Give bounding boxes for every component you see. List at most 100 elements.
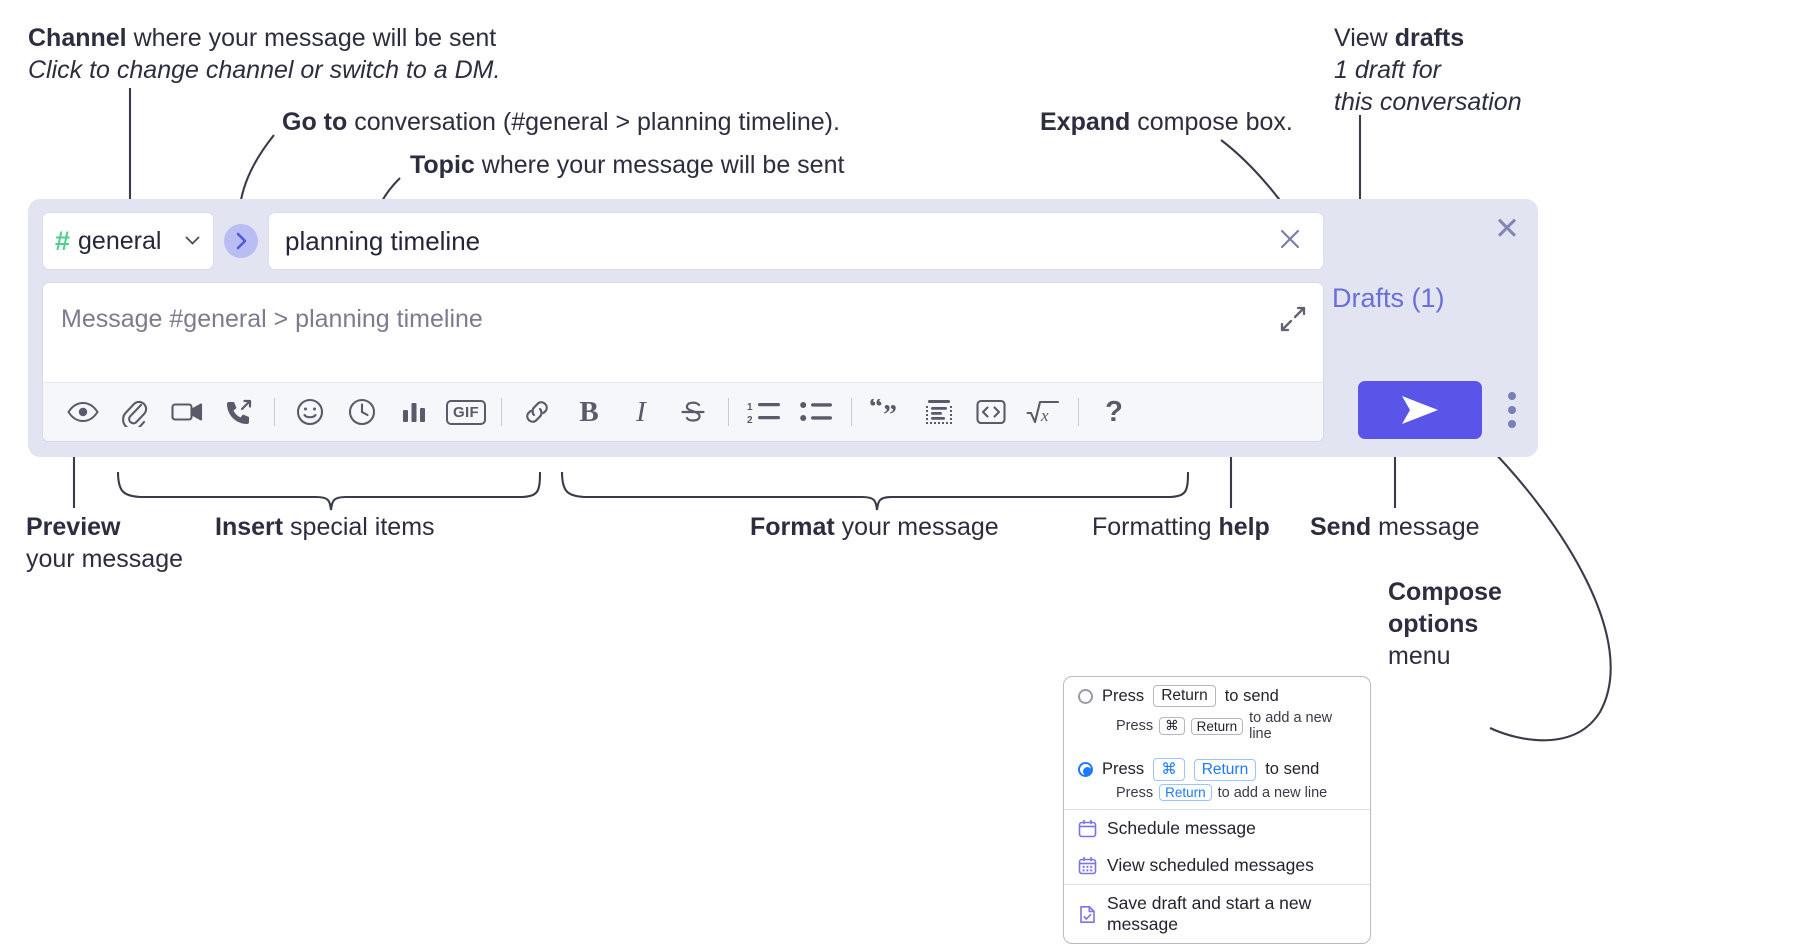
bulleted-list-icon[interactable]	[790, 389, 842, 435]
annotation-goto-bold: Go to	[282, 108, 348, 136]
annotation-compose-bold2: options	[1388, 610, 1479, 638]
compose-options-menu: Press Return to send Press ⌘ Return to a…	[1063, 676, 1371, 944]
annotation-help-bold: help	[1218, 513, 1270, 541]
blockquote-icon[interactable]: “”	[861, 389, 913, 435]
code-block-icon[interactable]	[913, 389, 965, 435]
annotation-compose-bold1: Compose	[1388, 578, 1502, 606]
opt2-sub-tail: to add a new line	[1217, 784, 1328, 801]
toolbar-divider	[274, 398, 275, 426]
channel-row: # general planning timeline	[42, 212, 1324, 270]
compose-widget: ✕ # general planning timeline Message	[28, 199, 1538, 457]
annotation-send-bold: Send	[1310, 513, 1372, 541]
gif-label: GIF	[446, 399, 486, 425]
annotation-expand-rest: compose box.	[1130, 108, 1293, 136]
annotation-compose-rest: menu	[1388, 642, 1451, 670]
svg-text:“: “	[870, 399, 883, 423]
help-icon[interactable]: ?	[1105, 395, 1123, 428]
topic-value: planning timeline	[285, 225, 481, 256]
message-placeholder: Message #general > planning timeline	[61, 305, 483, 333]
annotation-channel-italic: Click to change channel or switch to a D…	[28, 56, 501, 84]
annotation-channel-bold: Channel	[28, 24, 127, 52]
channel-name-label: general	[78, 226, 162, 255]
gif-icon[interactable]: GIF	[440, 389, 492, 435]
svg-text:1: 1	[747, 402, 753, 413]
poll-icon[interactable]	[388, 389, 440, 435]
annotation-drafts-lead: View	[1334, 24, 1395, 52]
menu-divider	[1064, 884, 1370, 885]
calendar-icon	[1078, 819, 1097, 838]
annotation-insert: Insert special items	[215, 511, 435, 543]
radio-cmd-return[interactable]	[1078, 762, 1093, 777]
menu-item-save-draft[interactable]: Save draft and start a new message	[1064, 885, 1370, 943]
opt2-tail: to send	[1265, 760, 1320, 778]
annotation-send-rest: message	[1371, 513, 1480, 541]
annotation-insert-rest: special items	[283, 513, 435, 541]
svg-text:2: 2	[747, 415, 753, 425]
menu-item-label: Schedule message	[1107, 818, 1256, 838]
annotation-insert-bold: Insert	[215, 513, 284, 541]
compose-options-button[interactable]	[1500, 386, 1524, 434]
toolbar-divider	[501, 398, 502, 426]
hash-icon: #	[55, 225, 71, 256]
audio-clip-icon[interactable]	[213, 389, 265, 435]
annotation-drafts-bold: drafts	[1394, 24, 1465, 52]
annotation-preview-bold: Preview	[26, 513, 121, 541]
code-icon[interactable]	[965, 389, 1017, 435]
channel-selector[interactable]: # general	[42, 212, 214, 270]
preview-icon[interactable]	[57, 389, 109, 435]
send-option-return[interactable]: Press Return to send	[1064, 677, 1370, 710]
opt1-tail: to send	[1224, 686, 1279, 705]
annotation-help-lead: Formatting	[1092, 513, 1219, 541]
send-icon	[1402, 396, 1438, 424]
math-icon[interactable]: x	[1017, 389, 1069, 435]
link-icon[interactable]	[511, 389, 563, 435]
annotation-formatting-help: Formatting help	[1092, 511, 1270, 543]
toolbar-divider	[1078, 398, 1079, 426]
strikethrough-icon[interactable]	[667, 389, 719, 435]
annotation-send: Send message	[1310, 511, 1480, 543]
clear-topic-icon[interactable]	[1271, 226, 1309, 257]
send-option-return-sub: Press ⌘ Return to add a new line	[1064, 710, 1370, 750]
bold-icon[interactable]: B	[579, 395, 599, 428]
annotation-drafts-italic1: 1 draft for	[1334, 56, 1441, 84]
send-area	[1358, 381, 1524, 439]
svg-text:”: ”	[883, 400, 897, 425]
attachment-icon[interactable]	[109, 389, 161, 435]
menu-item-view-scheduled-messages[interactable]: View scheduled messages	[1064, 847, 1370, 884]
go-to-conversation-button[interactable]	[224, 224, 258, 258]
message-input-box[interactable]: Message #general > planning timeline	[42, 282, 1324, 442]
opt1-sub-key-return: Return	[1190, 717, 1244, 735]
italic-icon[interactable]: I	[636, 395, 646, 428]
toolbar-divider	[728, 398, 729, 426]
toolbar-divider	[851, 398, 852, 426]
opt1-sub-key-cmd: ⌘	[1159, 717, 1185, 735]
opt2-sub-key-return: Return	[1159, 784, 1212, 801]
compose-inner: # general planning timeline Message #gen…	[42, 212, 1324, 442]
annotation-goto: Go to conversation (#general > planning …	[282, 106, 840, 138]
annotation-preview-rest: your message	[26, 545, 184, 573]
opt1-press: Press	[1102, 686, 1145, 705]
send-button[interactable]	[1358, 381, 1482, 439]
opt2-key-cmd: ⌘	[1153, 758, 1185, 781]
send-option-cmd-return[interactable]: Press ⌘ Return to send	[1064, 750, 1370, 784]
annotation-compose-options: Compose options menu	[1388, 576, 1502, 672]
menu-item-schedule-message[interactable]: Schedule message	[1064, 810, 1370, 847]
annotation-topic-bold: Topic	[410, 151, 475, 179]
topic-field[interactable]: planning timeline	[268, 212, 1324, 270]
clock-icon[interactable]	[336, 389, 388, 435]
annotation-format-rest: your message	[834, 513, 999, 541]
video-clip-icon[interactable]	[161, 389, 213, 435]
close-icon[interactable]: ✕	[1494, 211, 1520, 246]
opt1-sub-press: Press	[1116, 718, 1154, 734]
radio-return[interactable]	[1078, 688, 1093, 704]
expand-icon[interactable]	[1279, 305, 1307, 333]
annotation-topic: Topic where your message will be sent	[410, 149, 844, 181]
opt2-sub-press: Press	[1116, 784, 1154, 801]
drafts-link[interactable]: Drafts (1)	[1332, 283, 1445, 313]
opt1-sub-tail: to add a new line	[1249, 710, 1333, 742]
emoji-icon[interactable]	[284, 389, 336, 435]
calendar-grid-icon	[1078, 856, 1097, 875]
annotation-topic-rest: where your message will be sent	[474, 151, 845, 179]
